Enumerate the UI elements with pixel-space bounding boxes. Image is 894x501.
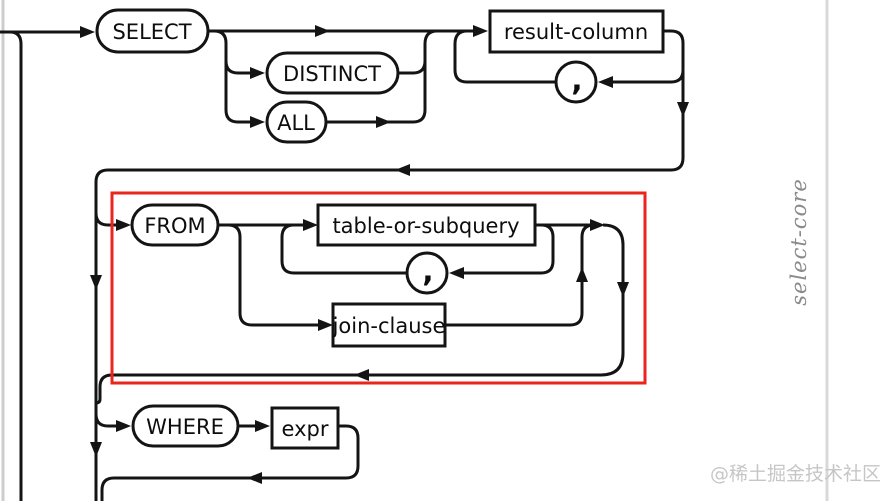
watermark-text: @稀土掘金技术社区: [710, 463, 881, 485]
arrow-all-exit-icon: [376, 116, 391, 128]
rail-where-branch: [94, 413, 117, 428]
join-clause-label: join-clause: [332, 314, 446, 338]
node-distinct: DISTINCT: [265, 51, 400, 95]
arrow-all-entry-icon: [250, 116, 265, 128]
where-label: WHERE: [146, 415, 224, 439]
comma1-label: ,: [571, 63, 582, 98]
arrow-expr-entry-icon: [255, 420, 270, 432]
arrow-return-top-icon: [395, 164, 410, 176]
node-select: SELECT: [95, 8, 210, 54]
arrow-right-down-icon: [617, 282, 629, 297]
node-comma-result: ,: [554, 60, 598, 104]
distinct-oval: [265, 51, 400, 95]
expr-label: expr: [282, 417, 329, 441]
arrow-result-exit-down-icon: [677, 102, 689, 117]
rail-comma2-left: [280, 223, 407, 275]
from-label: FROM: [144, 214, 205, 238]
diagram-title-vertical: select-core: [787, 178, 811, 306]
from-oval: [130, 203, 220, 247]
arrow-join-entry-icon: [318, 319, 333, 331]
rail-expr-return: [100, 424, 360, 501]
arrow-comma1-icon: [598, 76, 613, 88]
result-column-label: result-column: [504, 20, 648, 44]
all-label: ALL: [277, 111, 315, 135]
join-clause-box: [331, 302, 447, 348]
table-or-subquery-label: table-or-subquery: [332, 214, 519, 238]
node-result-column: result-column: [488, 9, 665, 54]
arrow-where-entry-icon: [116, 420, 131, 432]
table-or-subquery-box: [316, 203, 537, 247]
rail-result-exit-return: [94, 29, 685, 398]
arrow-trunk-where-bypass-icon: [90, 442, 102, 457]
node-from: FROM: [130, 203, 220, 247]
where-oval: [131, 404, 240, 448]
select-oval: [95, 8, 210, 54]
result-column-box: [488, 9, 665, 54]
arrow-table-entry-icon: [303, 219, 318, 231]
rail-from-branch: [94, 212, 117, 227]
rail-join-exit: [445, 223, 595, 327]
comma2-label: ,: [422, 254, 433, 289]
arrow-from-return-icon: [354, 369, 369, 381]
from-clause-highlight-box: [110, 191, 647, 385]
rail-all-exit: [326, 29, 438, 124]
select-label: SELECT: [112, 20, 191, 44]
arrow-result-entry-icon: [473, 25, 488, 37]
comma1-circle: [554, 60, 598, 104]
arrow-where-return-icon: [247, 472, 262, 484]
node-expr: expr: [270, 406, 340, 450]
arrow-table-exit-icon: [590, 219, 605, 231]
comma2-circle: [405, 251, 449, 295]
distinct-label: DISTINCT: [283, 62, 381, 86]
arrow-topline-icon: [315, 25, 330, 37]
rail-outer-bypass: [9, 30, 23, 501]
rail-comma1-right: [612, 69, 685, 84]
node-table-or-subquery: table-or-subquery: [316, 203, 537, 247]
node-comma-table: ,: [405, 251, 449, 295]
all-oval: [265, 100, 328, 144]
rail-branch-distinct: [224, 60, 251, 75]
rail-branch-all: [213, 29, 251, 124]
node-join-clause: join-clause: [331, 302, 447, 348]
expr-box: [270, 406, 340, 450]
arrow-comma2-icon: [449, 267, 464, 279]
arrow-entry-icon: [80, 26, 95, 38]
rail-join-branch: [227, 223, 319, 327]
rail-comma2-right: [463, 223, 555, 275]
rail-distinct-exit: [398, 60, 427, 75]
node-all: ALL: [265, 100, 328, 144]
rail-comma1-left: [453, 29, 556, 84]
arrow-distinct-entry-icon: [250, 67, 265, 79]
arrow-from-entry-icon: [116, 219, 131, 231]
node-where: WHERE: [131, 404, 240, 448]
arrow-join-up-icon: [576, 267, 588, 282]
arrow-trunk-from-bypass-icon: [90, 275, 102, 290]
